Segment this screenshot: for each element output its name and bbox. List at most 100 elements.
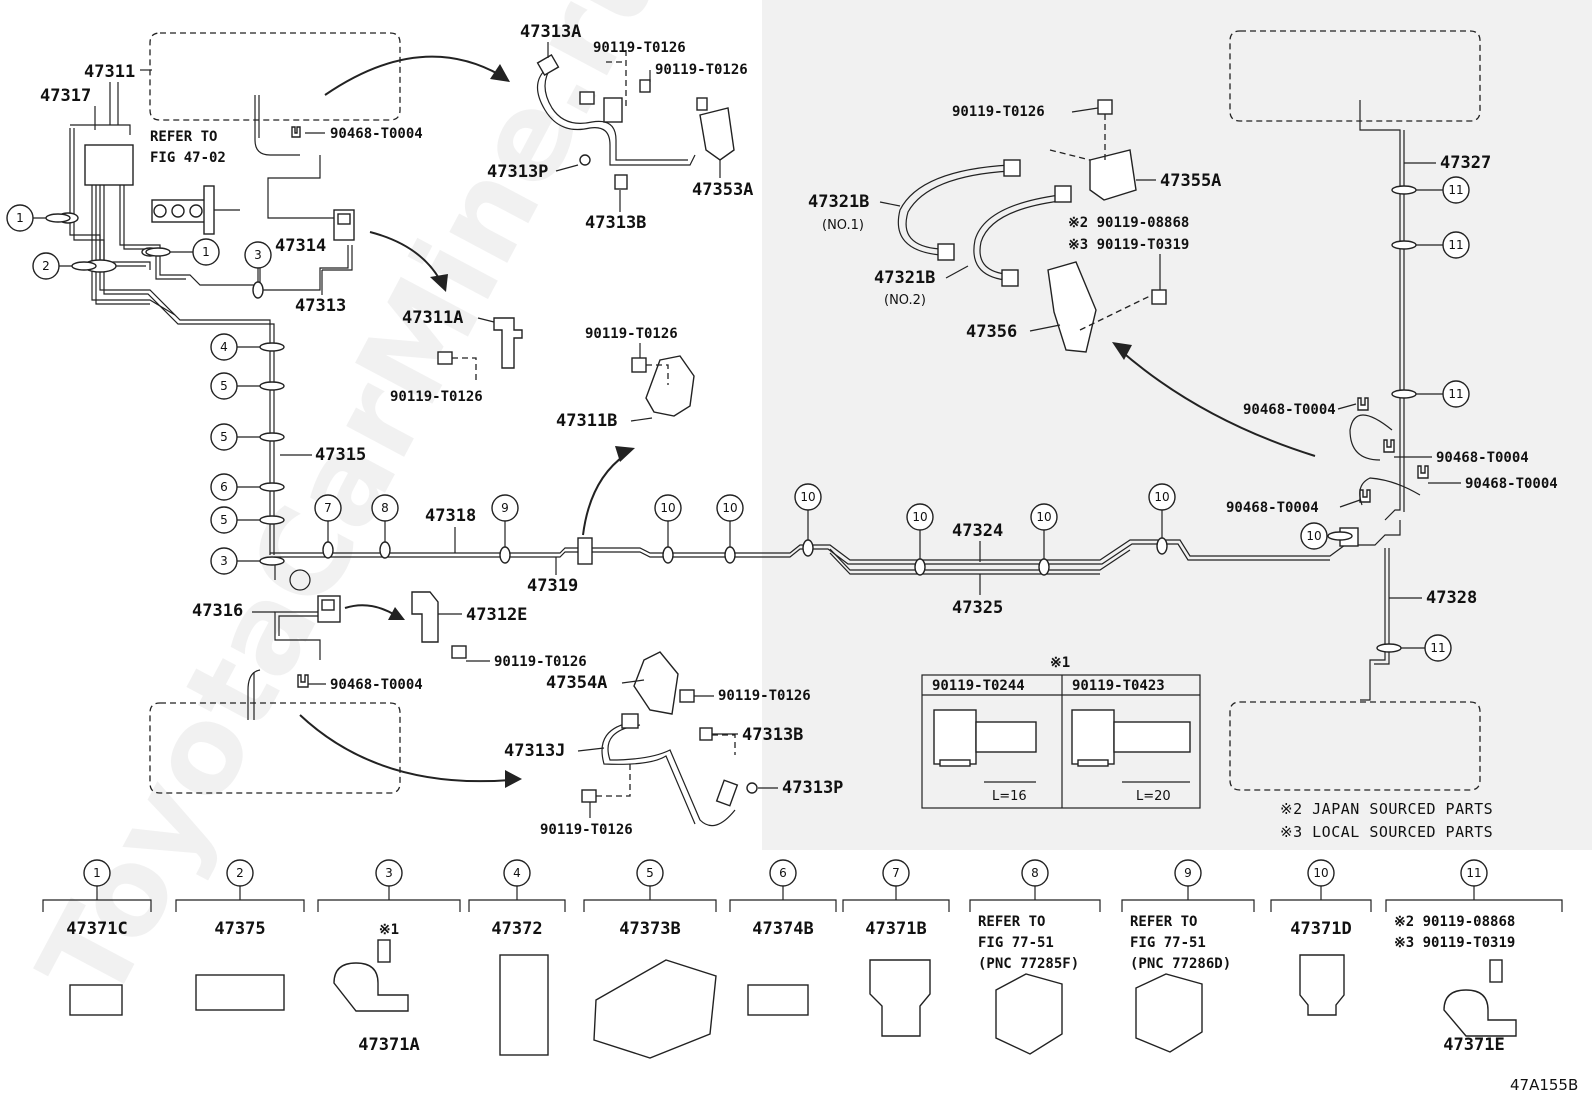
callout-circle [244,241,272,269]
legend-bracket [1121,886,1255,912]
legend-text: 47374B [752,919,813,939]
callout-6: 6 [210,473,238,501]
callout-number: 11 [1448,387,1463,401]
label-47319: 47319 [527,576,578,596]
label-47327: 47327 [1440,153,1491,173]
callout-number: 6 [220,480,228,494]
note-local-sourced: ※3 LOCAL SOURCED PARTS [1280,823,1493,841]
label-47313P-top: 47313P [487,162,548,182]
callout-circle [371,494,399,522]
legend-callout-number: 3 [385,866,393,880]
legend-text: 47371D [1290,919,1351,939]
callout-number: 9 [501,501,509,515]
callout-11: 11 [1442,176,1470,204]
callout-number: 10 [800,490,815,504]
clip-legend: 147371C2473753※147371A447372547373B64737… [42,859,1563,1055]
clip-marker [45,213,71,223]
legend-item-2: 2 47375 [175,859,305,939]
label-47311: 47311 [84,62,135,82]
note-japan-sourced: ※2 JAPAN SOURCED PARTS [1280,800,1493,818]
label-90468-right-a: 90468-T0004 [1243,402,1336,418]
label-47315: 47315 [315,445,366,465]
clip-marker [259,342,285,352]
legend-text: 47373B [619,919,680,939]
clip-marker [259,556,285,566]
callout-circle [491,494,519,522]
clip-marker [259,515,285,525]
callout-circle [210,372,238,400]
clip-marker [1156,537,1168,555]
refer-to-line1: REFER TO [150,129,217,145]
label-90119-08868-top: ※2 90119-08868 [1068,215,1189,231]
label-47316: 47316 [192,601,243,621]
label-90119-T0126-h: 90119-T0126 [952,104,1045,120]
legend-part-sketches [69,939,1517,1059]
legend-callout-number: 10 [1313,866,1328,880]
bolt-length-table [921,674,1201,809]
legend-callout-number: 4 [513,866,521,880]
legend-bracket [1385,886,1563,912]
callout-5: 5 [210,423,238,451]
legend-callout-number: 7 [892,866,900,880]
callout-number: 10 [722,501,737,515]
label-90119-T0126-f: 90119-T0126 [718,688,811,704]
label-47356: 47356 [966,322,1017,342]
legend-callout-number: 9 [1184,866,1192,880]
legend-text: (PNC 77286D) [1130,956,1231,972]
legend-callout-number: 11 [1466,866,1481,880]
bracket-47312E [411,591,467,659]
label-47313A: 47313A [520,22,581,42]
callout-10: 10 [1148,483,1176,511]
callout-number: 10 [1154,490,1169,504]
legend-callout-number: 2 [236,866,244,880]
bolt-table-title: ※1 [1050,655,1070,671]
callout-circle [210,333,238,361]
callout-number: 10 [1036,510,1051,524]
callout-circle [1030,503,1058,531]
callout-1: 1 [192,238,220,266]
label-90468-right-d: 90468-T0004 [1226,500,1319,516]
callout-circle [210,473,238,501]
callout-number: 11 [1430,641,1445,655]
callout-circle [716,494,744,522]
legend-text: 47375 [214,919,265,939]
callout-number: 1 [202,245,210,259]
legend-text: 47371C [66,919,127,939]
legend-callout-number: 8 [1031,866,1039,880]
callout-circle [906,503,934,531]
label-90119-T0126-e: 90119-T0126 [494,654,587,670]
clip-47319 [577,537,593,565]
clip-marker [914,558,926,576]
shaded-panel [762,0,1592,850]
legend-bracket [969,886,1101,912]
callout-number: 4 [220,340,228,354]
label-90468-right-b: 90468-T0004 [1436,450,1529,466]
callout-3: 3 [210,547,238,575]
callout-circle [1442,231,1470,259]
callout-number: 3 [254,248,262,262]
label-47321B-no2-sub: (NO.2) [884,293,926,308]
part-labels: 47311 47317 REFER TO FIG 47-02 90468-T00… [40,22,1558,838]
callout-circle [210,547,238,575]
legend-bracket [175,886,305,912]
callout-11: 11 [1424,634,1452,662]
front-left-hose-assembly [536,50,735,190]
callout-circle [1148,483,1176,511]
callout-circle [1300,522,1328,550]
legend-text: 47372 [491,919,542,939]
clip-marker [499,546,511,564]
callout-number: 1 [16,211,24,225]
legend-part-number: 47371E [1443,1035,1504,1055]
label-47328: 47328 [1426,588,1477,608]
reference-boxes [149,30,1481,794]
callout-number: 11 [1448,238,1463,252]
bracket-47311A [437,317,523,382]
clip-marker [259,482,285,492]
legend-text: ※1 [379,922,399,938]
callout-10: 10 [654,494,682,522]
legend-bracket [729,886,837,912]
